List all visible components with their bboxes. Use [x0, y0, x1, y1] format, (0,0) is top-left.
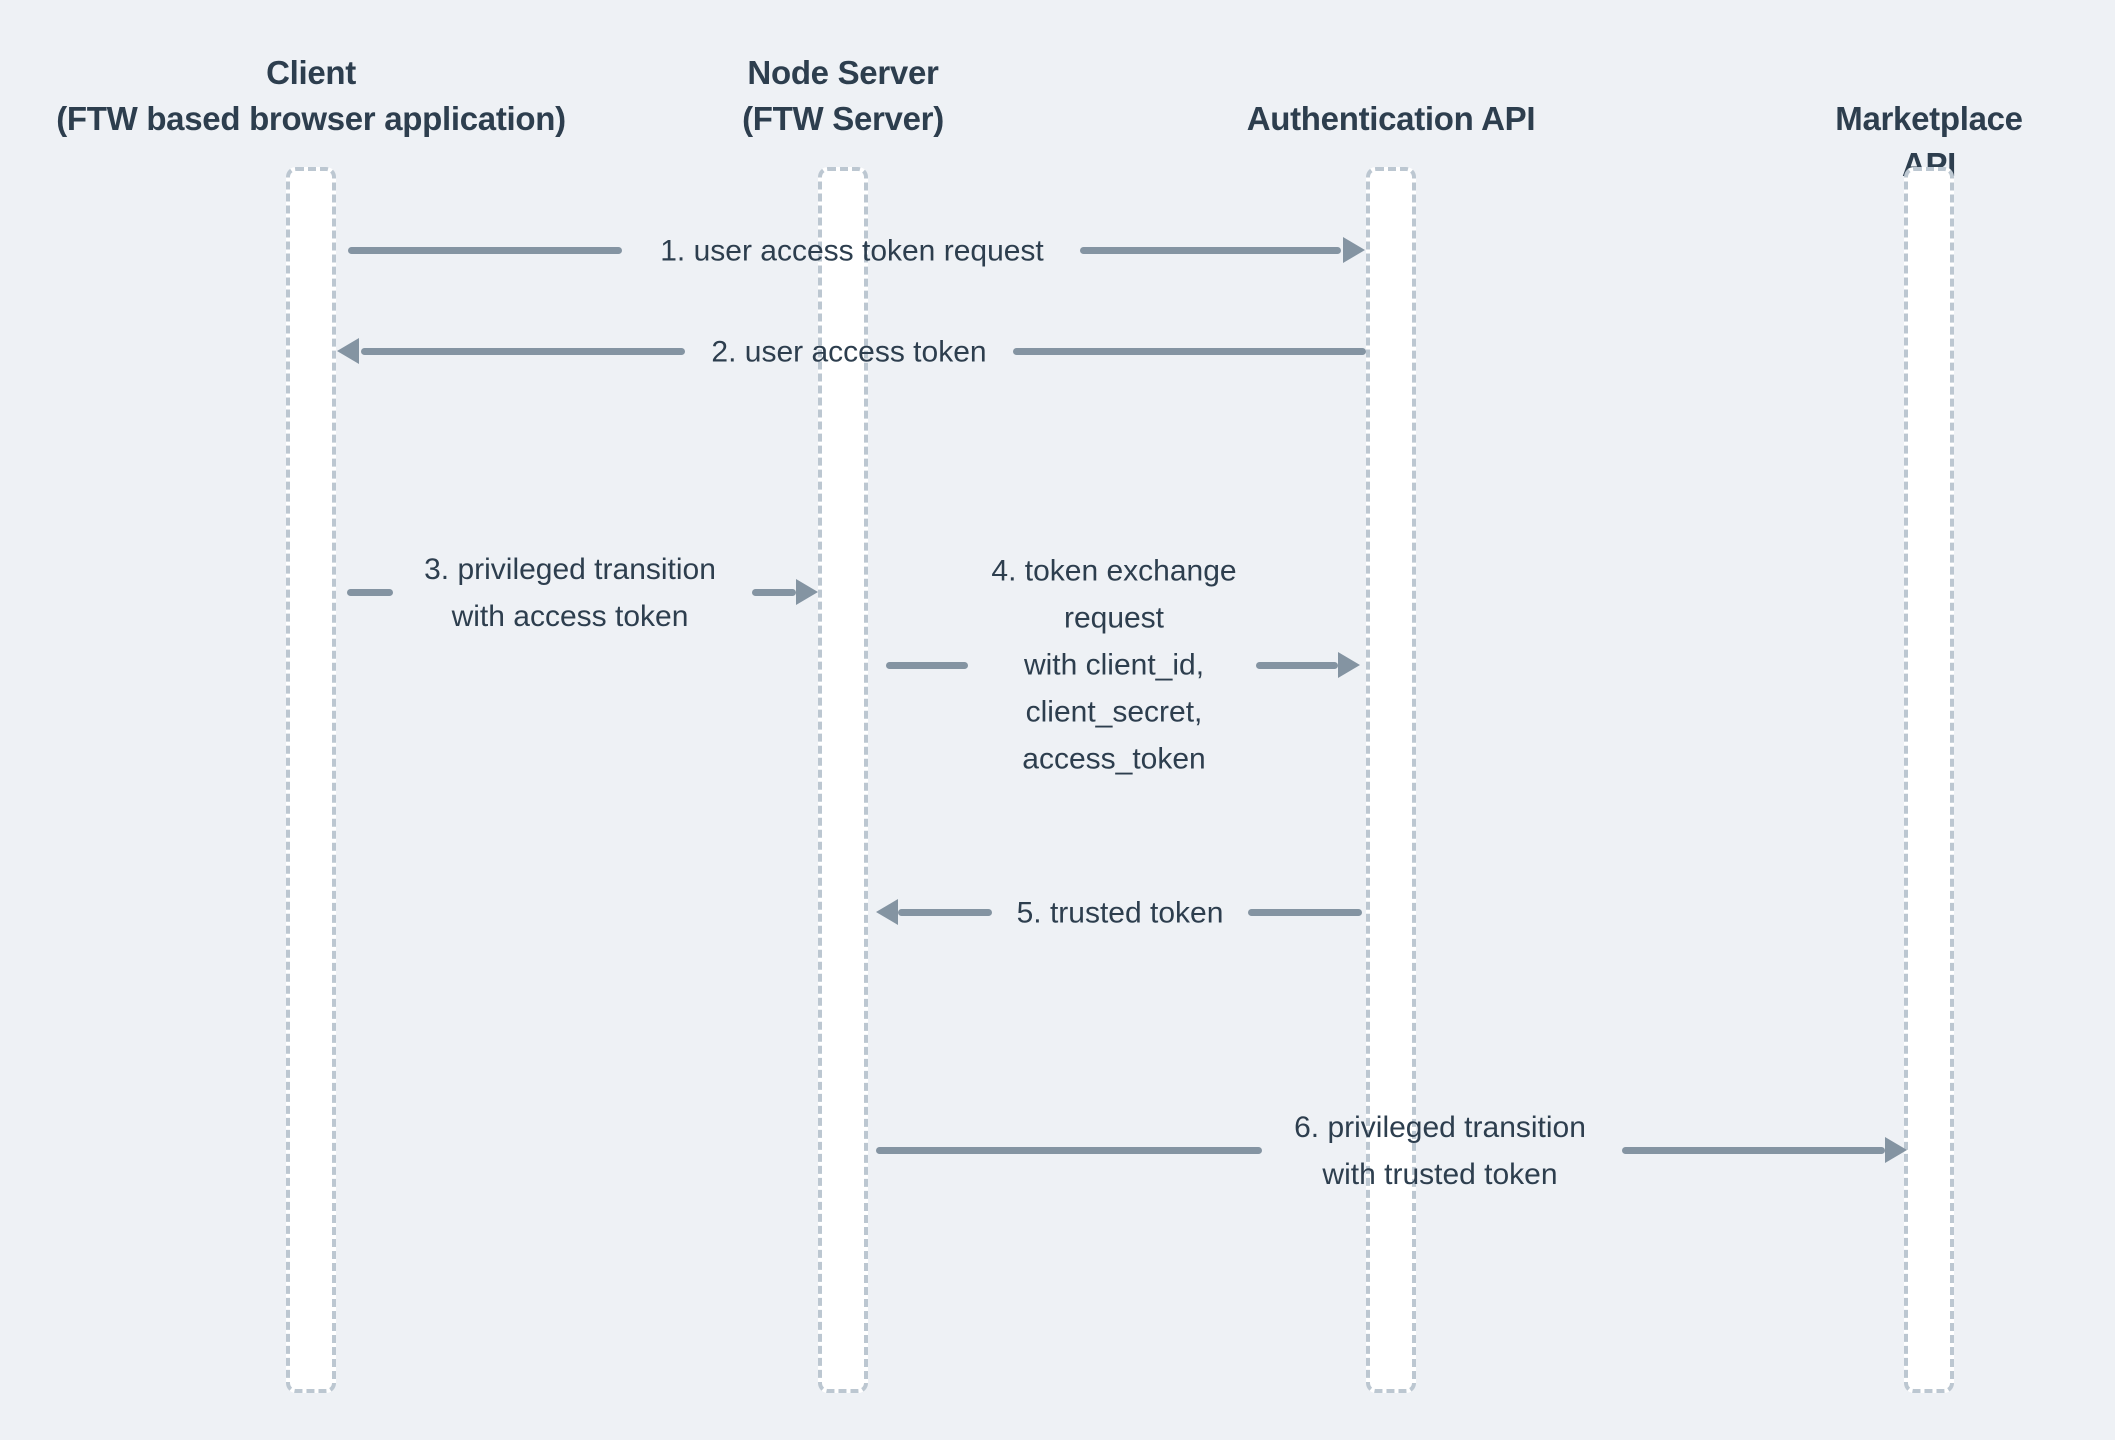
- message-5-line-right: [1248, 909, 1362, 916]
- message-4-line-right: [1256, 662, 1338, 669]
- arrowhead-right-icon: [1338, 652, 1360, 678]
- message-5-label: 5. trusted token: [1016, 896, 1224, 930]
- message-2-line-left: [361, 348, 685, 355]
- message-6-line-left: [876, 1147, 1262, 1154]
- actor-label-authentication-api: Authentication API: [1246, 100, 1536, 137]
- actor-label-marketplace-api: Marketplace API: [1835, 100, 2023, 183]
- message-1-line-right: [1080, 247, 1341, 254]
- message-5-line-left: [898, 909, 992, 916]
- message-1-line-left: [348, 247, 622, 254]
- arrowhead-right-icon: [1343, 237, 1365, 263]
- message-4-label: 4. token exchange request with client_id…: [991, 554, 1237, 776]
- actor-label-client: Client (FTW based browser application): [56, 54, 566, 137]
- message-6-line-right: [1622, 1147, 1885, 1154]
- message-3-label: 3. privileged transition with access tok…: [424, 553, 716, 633]
- arrowhead-right-icon: [796, 579, 818, 605]
- message-4-line-left: [886, 662, 968, 669]
- arrowhead-left-icon: [337, 338, 359, 364]
- message-3-line-left: [347, 589, 393, 596]
- lifeline-client: [286, 167, 336, 1393]
- lifeline-authentication-api: [1366, 167, 1416, 1393]
- message-6-label: 6. privileged transition with trusted to…: [1294, 1111, 1586, 1191]
- message-3-line-right: [752, 589, 796, 596]
- actor-label-node-server: Node Server (FTW Server): [742, 54, 944, 137]
- message-2-label: 2. user access token: [711, 335, 987, 369]
- message-1-label: 1. user access token request: [660, 234, 1044, 268]
- arrowhead-left-icon: [876, 899, 898, 925]
- lifeline-marketplace-api: [1904, 167, 1954, 1393]
- arrowhead-right-icon: [1885, 1137, 1907, 1163]
- message-2-line-right: [1013, 348, 1366, 355]
- lifeline-node-server: [818, 167, 868, 1393]
